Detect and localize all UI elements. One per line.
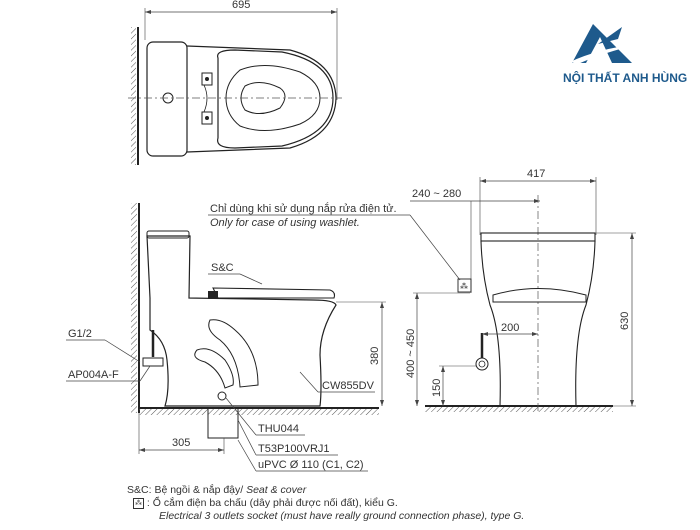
washlet-note-vi: Chỉ dùng khi sử dụng nắp rửa điện tử. <box>210 202 397 215</box>
socket-legend-icon: ⁂ <box>133 497 144 509</box>
supply-offset-dim: 200 <box>501 322 519 334</box>
side-view: Chỉ dùng khi sử dụng nắp rửa điện tử. On… <box>66 202 461 472</box>
brand-logo: NỘI THẤT ANH HÙNG <box>563 24 687 85</box>
seat-height-dim: 380 <box>369 347 381 365</box>
legend-sc-en: Seat & cover <box>246 484 307 496</box>
adapter-label: T53P100VRJ1 <box>258 443 330 455</box>
legend-sc-vi: Bệ ngồi & nắp đậy/ <box>154 484 244 496</box>
supply-height-dim: 150 <box>431 379 443 397</box>
total-height-dim: 630 <box>619 312 631 330</box>
svg-text:⁂: ⁂ <box>460 281 468 291</box>
rough-in-dim: 305 <box>172 437 190 449</box>
front-width-dim: 417 <box>527 168 545 180</box>
socket-icon <box>457 278 472 293</box>
brand-name: NỘI THẤT ANH HÙNG <box>563 70 687 85</box>
legend-socket-en: Electrical 3 outlets socket (must have r… <box>159 510 525 522</box>
legend-socket: ⁂ : Ổ cắm điện ba chấu (dây phải được nố… <box>127 497 524 510</box>
logo-mark-icon <box>572 24 632 63</box>
washlet-note-en: Only for case of using washlet. <box>210 217 360 229</box>
pipe-label: uPVC Ø 110 (C1, C2) <box>258 459 364 471</box>
legend-socket-key: : <box>146 497 150 509</box>
legend-sc-key: S&C: <box>127 484 152 496</box>
stop-valve-label: AP004A-F <box>68 369 119 381</box>
legend-socket-vi: Ổ cắm điện ba chấu (dây phải được nối đấ… <box>152 497 398 509</box>
socket-offset-dim: 240 ~ 280 <box>412 188 461 200</box>
socket-height-dim: 400 ~ 450 <box>405 329 417 378</box>
top-width-dim: 695 <box>232 0 250 11</box>
top-view: 695 <box>128 0 342 165</box>
seat-cover-label: S&C <box>211 262 234 274</box>
model-label: CW855DV <box>322 380 375 392</box>
legend: S&C: Bệ ngồi & nắp đậy/ Seat & cover ⁂ :… <box>127 484 524 523</box>
valve-thread-label: G1/2 <box>68 328 92 340</box>
flange-label: THU044 <box>258 423 299 435</box>
legend-seat-cover: S&C: Bệ ngồi & nắp đậy/ Seat & cover <box>127 484 524 497</box>
front-view: 417 240 ~ 280 ⁂ 400 ~ 450 200 <box>405 168 636 412</box>
